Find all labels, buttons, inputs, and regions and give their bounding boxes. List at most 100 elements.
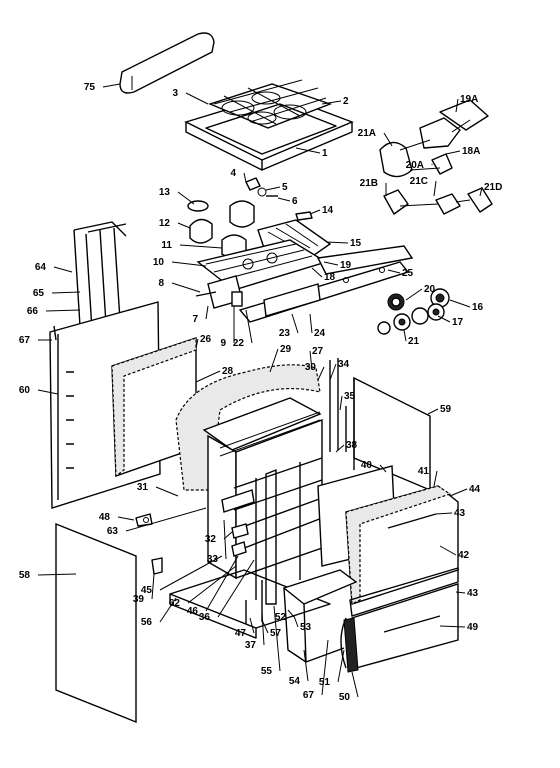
callout-leader-line: [151, 573, 155, 600]
callout-label: 51: [319, 677, 331, 688]
callout-label: 75: [84, 82, 96, 93]
callout-leader-line: [261, 611, 265, 646]
callout-leader-line: [455, 98, 459, 113]
callout-label: 18: [324, 272, 336, 283]
callout-leader-line: [323, 261, 339, 266]
callout-leader-line: [303, 649, 309, 682]
callout-leader-line: [45, 309, 81, 312]
callout-label: 3: [172, 88, 178, 99]
callout-label: 49: [467, 622, 479, 633]
callout-label: 52: [275, 612, 287, 623]
callout-label: 6: [292, 196, 298, 207]
callout-leader-line: [217, 559, 255, 618]
callout-leader-line: [287, 609, 295, 618]
callout-leader-line: [433, 470, 438, 487]
callout-leader-line: [265, 186, 281, 191]
callout-leader-line: [479, 186, 483, 197]
callout-label: 5: [282, 182, 288, 193]
callout-label: 45: [141, 585, 153, 596]
callout-leader-line: [177, 222, 191, 229]
callout-leader-line: [321, 639, 329, 696]
callout-leader-line: [427, 408, 439, 415]
callout-leader-line: [309, 313, 313, 334]
callout-leader-line: [205, 555, 239, 612]
callout-leader-line: [273, 605, 281, 672]
callout-label: 59: [440, 404, 452, 415]
callout-label: 19: [340, 260, 352, 271]
callout-label: 17: [452, 317, 464, 328]
callout-label: 14: [322, 205, 334, 216]
callout-label: 40: [361, 460, 373, 471]
callout-label: 28: [222, 366, 234, 377]
callout-label: 39: [133, 594, 145, 605]
part-oven-cavity: [169, 358, 339, 639]
callout-label: 27: [312, 346, 324, 357]
callout-leader-line: [125, 507, 207, 532]
callout-leader-line: [351, 671, 359, 698]
callout-label: 64: [35, 262, 47, 273]
callout-label: 32: [205, 534, 217, 545]
callout-label: 43: [467, 588, 479, 599]
callout-label: 22: [233, 338, 245, 349]
callout-leader-line: [117, 516, 135, 521]
callout-label: 37: [245, 640, 257, 651]
callout-leader-line: [449, 488, 468, 497]
callout-label: 56: [141, 617, 153, 628]
part-bottom-pan: [282, 569, 358, 663]
callout-label: 1: [322, 148, 328, 159]
callout-label: 42: [458, 550, 470, 561]
callout-label: 30: [305, 362, 317, 373]
callout-leader-line: [205, 305, 209, 320]
callout-leader-line: [155, 486, 179, 497]
callout-label: 66: [27, 306, 39, 317]
callout-leader-line: [405, 288, 423, 301]
callout-label: 19A: [460, 94, 478, 105]
callout-label: 21B: [360, 178, 378, 189]
callout-label: 34: [338, 359, 350, 370]
part-left-side-panel: [55, 522, 137, 724]
callout-label: 36: [199, 612, 211, 623]
callout-leader-line: [293, 615, 299, 628]
callout-label: 53: [300, 622, 312, 633]
callout-label: 44: [469, 484, 481, 495]
callout-leader-line: [185, 92, 209, 105]
callout-leader-line: [445, 150, 461, 155]
part-valve-cluster: [379, 99, 493, 215]
callout-leader-line: [249, 617, 255, 634]
callout-leader-line: [335, 444, 345, 453]
callout-leader-line: [449, 299, 471, 308]
callout-label: 21C: [410, 176, 428, 187]
callout-leader-line: [245, 309, 253, 344]
callout-label: 18A: [462, 146, 480, 157]
callout-label: 25: [402, 268, 414, 279]
callout-label: 35: [344, 391, 356, 402]
callout-label: 38: [346, 440, 358, 451]
callout-leader-line: [439, 545, 457, 556]
part-oven-door: [345, 485, 459, 617]
callout-label: 20: [424, 284, 436, 295]
callout-leader-line: [159, 555, 223, 591]
callout-label: 29: [280, 344, 292, 355]
callout-leader-line: [223, 519, 227, 560]
part-small-hardware: [135, 513, 163, 575]
callout-label: 11: [161, 240, 172, 251]
callout-leader-line: [53, 266, 73, 273]
callout-label: 57: [270, 628, 282, 639]
callout-leader-line: [403, 329, 407, 342]
callout-leader-line: [309, 209, 321, 215]
part-control-knobs: [377, 288, 450, 335]
callout-label: 67: [303, 690, 315, 701]
callout-label: 13: [159, 187, 171, 198]
callout-leader-line: [455, 591, 466, 594]
part-manifold-panel: [238, 245, 414, 323]
callout-leader-line: [37, 573, 77, 576]
part-cooktop-assembly: [184, 79, 354, 171]
callout-leader-line: [195, 370, 221, 383]
callout-label: 26: [200, 334, 212, 345]
callout-label: 2: [343, 96, 349, 107]
part-backguard-trim: [119, 32, 215, 94]
callout-label: 8: [158, 278, 164, 289]
part-burner-heads: [189, 200, 332, 291]
callout-label: 43: [454, 508, 466, 519]
